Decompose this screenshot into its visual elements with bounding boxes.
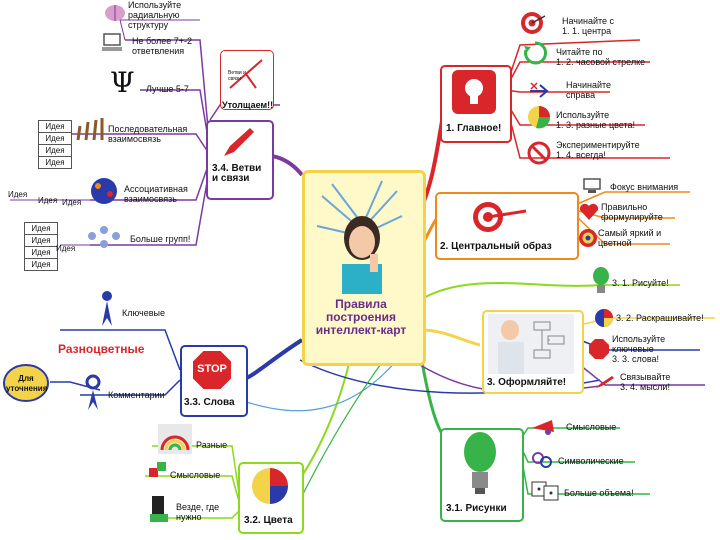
stop-sign-small-icon — [589, 339, 609, 359]
checkmark-colors-icon — [149, 462, 166, 477]
people-group-icon — [88, 226, 120, 248]
words-item-clarify: Для уточнения — [6, 374, 48, 393]
green-lightbulb-icon — [464, 432, 496, 494]
idea-assoc-3: Идея — [62, 198, 82, 207]
design-item-draw: 3. 1. Рисуйте! — [612, 278, 669, 288]
gender-symbols-icon — [532, 452, 552, 468]
pictures-item-semantic: Смысловые — [566, 422, 617, 432]
design-item-link: Связывайте 3. 4. мысли! — [620, 372, 671, 392]
stop-sign-icon — [191, 349, 233, 391]
idea-group-center: Идея — [56, 244, 76, 253]
computer-icon — [583, 178, 601, 193]
thicker-node — [220, 50, 274, 110]
target-icon — [521, 12, 546, 34]
pictures-item-volume: Больше объема! — [564, 488, 634, 498]
main-item-colors: Используйте 1. 3. разные цвета! — [556, 110, 636, 130]
evolution-icon — [76, 118, 104, 141]
psi-icon: Ψ — [110, 66, 135, 99]
idea-assoc-2: Идея — [38, 196, 58, 205]
idea-assoc-1: Идея — [8, 190, 28, 199]
woman-flowchart-image — [488, 314, 574, 374]
red-pencil-icon — [224, 128, 254, 156]
branches-item-groups: Больше групп! — [130, 234, 191, 244]
hand-tick-icon — [150, 496, 168, 522]
pie-colors-icon — [528, 106, 551, 129]
no-sign-icon — [527, 141, 551, 165]
branches-item-sequential: Последовательная взаимосвязь — [108, 124, 188, 144]
color-ball-icon — [595, 309, 613, 327]
central-item-focus: Фокус внимания — [610, 182, 679, 192]
central-item-bright: Самый яркий и цветной — [598, 228, 662, 248]
dice-icon — [531, 481, 559, 501]
design-item-keywords: Используйте ключевые 3. 3. слова! — [612, 334, 666, 364]
pictures-item-symbolic: Символические — [558, 456, 624, 466]
clarify-bubble — [3, 364, 49, 402]
tree-sketch-icon — [229, 59, 263, 89]
computer-tree-icon — [102, 33, 122, 51]
branches-item-better: Лучше 5-7 — [146, 84, 189, 94]
colors-item-semantic: Смысловые — [170, 470, 221, 480]
question-person-icon — [85, 374, 101, 410]
brain-icon — [105, 5, 125, 21]
words-label: 3.3. Слова — [184, 397, 235, 408]
target-small-icon — [579, 229, 597, 247]
main-item-clockwise: Читайте по 1. 2. часовой стрелке — [556, 47, 646, 67]
eye-icon — [532, 420, 554, 435]
rainbow-icon — [158, 424, 192, 454]
central-image-node[interactable] — [435, 192, 579, 260]
words-item-multicolor: Разноцветные — [58, 342, 145, 356]
pictures-label: 3.1. Рисунки — [446, 503, 507, 514]
network-ball-icon — [91, 178, 117, 204]
words-item-keywords: Ключевые — [122, 308, 165, 318]
tree-sketch-label: Ветви и связи — [228, 70, 246, 82]
main-item-start-right: Начинайте справа — [566, 80, 612, 100]
stop-sign-text: STOP — [197, 363, 227, 375]
idea-box-4: Идея — [38, 156, 72, 169]
lightbulb-icon — [452, 70, 496, 114]
main-item-experiment: Экспериментируйте 1. 4. всегда! — [556, 140, 640, 160]
target-arrow-icon — [473, 202, 527, 232]
keyword-person-icon — [102, 291, 112, 326]
thicker-label: Утолщаем!! — [222, 100, 274, 110]
branches-label: 3.4. Ветви и связи — [212, 163, 262, 184]
central-image-label: 2. Центральный образ — [440, 241, 552, 252]
branches-node[interactable] — [206, 120, 274, 200]
main-item-start-center: Начинайте с 1. 1. центра — [562, 16, 615, 36]
center-title: Правила построения интеллект-карт — [315, 297, 407, 337]
design-label: 3. Оформляйте! — [487, 377, 567, 388]
main-branch-label: 1. Главное! — [446, 123, 502, 134]
green-bulb-icon — [593, 267, 609, 293]
central-item-formulate: Правильно формулируйте — [601, 202, 663, 222]
branches-item-radial: Используйте радиальную структуру — [128, 0, 182, 30]
idea-group-4: Идея — [24, 258, 58, 271]
colors-item-different: Разные — [196, 440, 228, 450]
branches-item-limit: Не более 7+-2 ответвления — [132, 36, 192, 56]
idea-box-2: Идея — [38, 132, 72, 145]
heart-icon — [579, 203, 599, 220]
branches-item-associative: Ассоциативная взаимосвязь — [124, 184, 188, 204]
color-ball-large-icon — [252, 468, 288, 504]
design-item-color: 3. 2. Раскрашивайте! — [616, 313, 704, 323]
right-arrow-icon — [530, 82, 549, 98]
thinking-girl-image — [312, 176, 410, 294]
words-item-comments: Комментарии — [108, 390, 165, 400]
colors-label: 3.2. Цвета — [244, 515, 293, 526]
colors-item-everywhere: Везде, где нужно — [176, 502, 220, 522]
pencil-icon — [596, 376, 614, 388]
clockwise-arrow-icon — [524, 41, 547, 65]
